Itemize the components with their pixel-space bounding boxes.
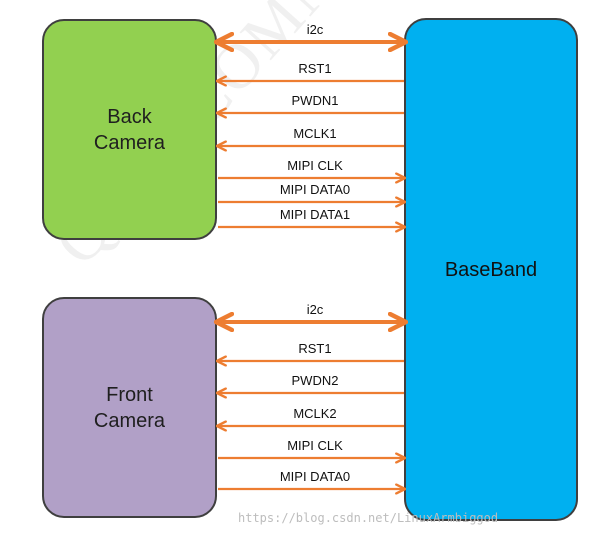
back-signal-label-2: PWDN1: [292, 93, 339, 108]
back-signal-label-1: RST1: [298, 61, 331, 76]
front-signal-label-3: MCLK2: [293, 406, 336, 421]
front-signal-label-2: PWDN2: [292, 373, 339, 388]
front-signal-label-4: MIPI CLK: [287, 438, 343, 453]
front-camera-label-line1: Front: [106, 383, 153, 406]
baseband-block: BaseBand: [404, 18, 578, 521]
front-signal-label-5: MIPI DATA0: [280, 469, 350, 484]
baseband-label: BaseBand: [444, 258, 538, 281]
back-signal-label-3: MCLK1: [293, 126, 336, 141]
back-signal-label-5: MIPI DATA0: [280, 182, 350, 197]
front-camera-block: Front Camera: [42, 297, 217, 518]
front-signal-label-0: i2c: [307, 302, 324, 317]
back-signal-label-4: MIPI CLK: [287, 158, 343, 173]
source-url-watermark: https://blog.csdn.net/LinuxArmbiggod: [238, 511, 499, 525]
back-camera-label-line2: Camera: [93, 131, 166, 154]
front-signal-label-1: RST1: [298, 341, 331, 356]
back-camera-label-line1: Back: [107, 105, 152, 128]
back-camera-block: Back Camera: [42, 19, 217, 240]
back-signal-label-6: MIPI DATA1: [280, 207, 350, 222]
back-signal-label-0: i2c: [307, 22, 324, 37]
front-camera-label-line2: Camera: [93, 409, 166, 432]
